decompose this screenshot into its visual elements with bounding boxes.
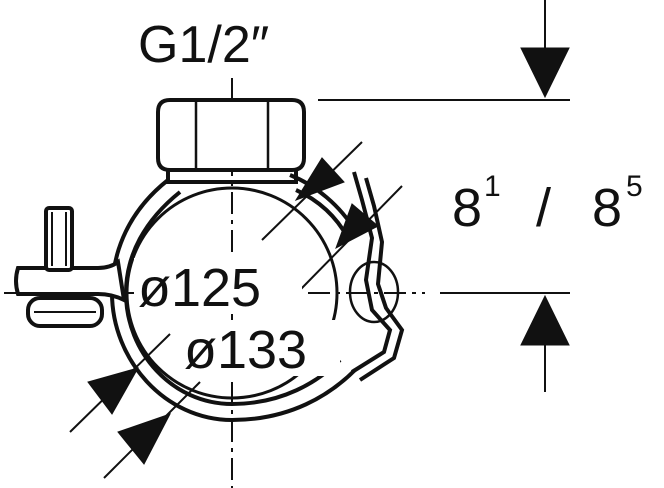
height-dimension [318,0,570,392]
nut-collar [166,170,298,184]
inner-diameter-label: ø125 [138,258,261,318]
height-a-exp: 1 [484,170,501,203]
height-label: 8 1 / 8 5 [452,170,643,238]
arrow-outer-icon [87,367,140,415]
thread-label: G1/2″ [138,16,269,74]
height-a-base: 8 [452,178,482,238]
inner-diameter-leader [261,141,403,291]
arrow-inner2-icon [335,203,379,250]
spring-clip [348,171,405,382]
arrow-down-icon [520,47,570,99]
mounting-lug [14,206,127,328]
outer-diameter-label: ø133 [184,320,307,380]
arrow-inner-icon [294,157,345,201]
outer-label-bg [180,320,340,376]
hex-nut [156,98,306,172]
height-separator: / [536,178,551,238]
height-b-base: 8 [592,178,622,238]
arrow-up-icon [520,294,570,346]
inner-label-bg [134,258,302,314]
outer-diameter-leader [69,333,201,479]
height-b-exp: 5 [626,170,643,203]
arrow-outer2-icon [117,413,172,465]
